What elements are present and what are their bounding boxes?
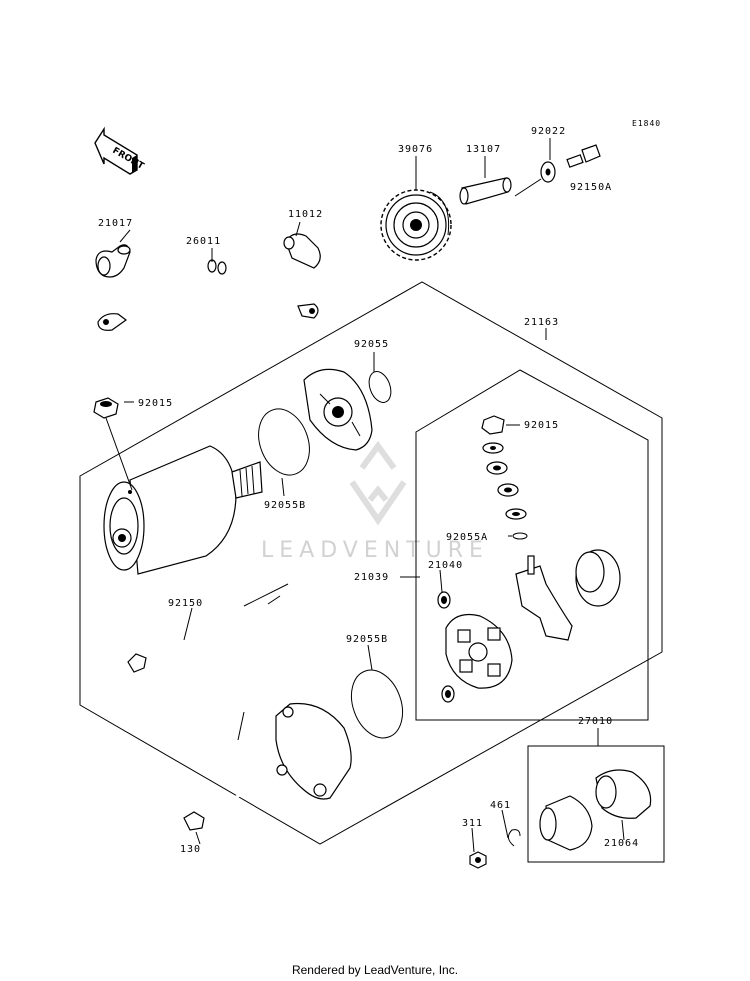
part-label-92015-left: 92015 — [138, 398, 173, 409]
solenoid-body — [539, 795, 593, 851]
through-bolt-92150 — [127, 583, 289, 673]
watermark-text: LEADVENTURE — [261, 538, 489, 563]
part-label-130: 130 — [180, 844, 201, 855]
part-label-92022: 92022 — [531, 126, 566, 137]
brush-holder — [445, 613, 513, 689]
part-label-26011: 26011 — [186, 236, 221, 247]
part-label-92015-right: 92015 — [524, 420, 559, 431]
part-label-311: 311 — [462, 818, 483, 829]
bolt-92150A — [566, 144, 601, 168]
yoke-ring — [575, 549, 621, 607]
part-label-21040: 21040 — [428, 560, 463, 571]
brush-kit-outline — [415, 369, 649, 721]
idler-shaft — [459, 177, 512, 205]
part-label-92055: 92055 — [354, 339, 389, 350]
brush-spring-21040 — [437, 591, 455, 703]
circlip-461 — [508, 829, 521, 847]
part-label-92055B-bottom: 92055B — [346, 634, 388, 645]
watermark: LEADVENTURE — [261, 440, 489, 563]
front-arrow-icon: FRONT — [94, 126, 146, 175]
ref-code: E1840 — [632, 119, 661, 128]
bolt-130 — [183, 774, 277, 831]
starter-cable — [97, 259, 319, 331]
part-label-92150A: 92150A — [570, 182, 612, 193]
part-label-27010: 27010 — [578, 716, 613, 727]
rear-cover — [237, 702, 352, 800]
credit-text: Rendered by LeadVenture, Inc. — [291, 963, 459, 977]
part-label-92150: 92150 — [168, 598, 203, 609]
part-label-461: 461 — [490, 800, 511, 811]
part-label-11012: 11012 — [288, 209, 323, 220]
drive-gear — [380, 189, 452, 261]
front-bracket — [303, 368, 373, 451]
part-label-21064: 21064 — [604, 838, 639, 849]
starter-assembly-outline — [79, 281, 663, 845]
rubber-boot — [283, 233, 321, 269]
watermark-logo-icon — [349, 440, 407, 526]
part-label-13107: 13107 — [466, 144, 501, 155]
brush-holder-plate — [515, 555, 573, 641]
part-label-21039: 21039 — [354, 572, 389, 583]
o-ring-92055B-top — [258, 408, 310, 476]
nut-92015-left — [93, 397, 133, 491]
nut-311 — [469, 851, 487, 869]
o-ring-92055 — [368, 371, 392, 403]
brush-kit-stack — [481, 415, 528, 540]
solenoid-boot-21064 — [595, 769, 652, 819]
solenoid-kit-outline — [527, 745, 665, 863]
part-label-21163: 21163 — [524, 317, 559, 328]
part-label-39076: 39076 — [398, 144, 433, 155]
part-label-21017: 21017 — [98, 218, 133, 229]
leader-lines — [119, 138, 625, 853]
part-label-92055B-top: 92055B — [264, 500, 306, 511]
terminal-cap — [95, 244, 131, 278]
starter-motor — [103, 445, 263, 575]
part-label-92055A: 92055A — [446, 532, 488, 543]
washer-92022 — [514, 161, 556, 197]
o-ring-92055B-bottom — [350, 669, 404, 739]
